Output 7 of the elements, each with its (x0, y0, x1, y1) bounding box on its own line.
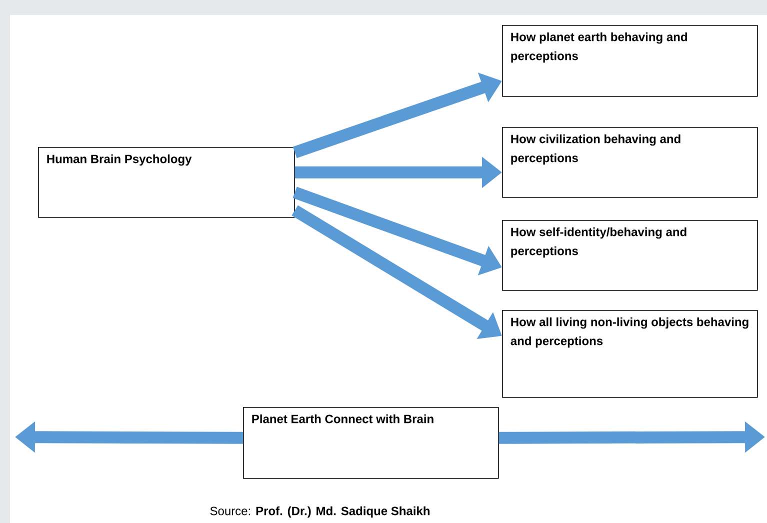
text-box: Planet Earth Connect with Brain (243, 407, 499, 479)
text-box: How self-identity/behaving and perceptions (502, 220, 758, 291)
text-box: How all living non-living objects behaving and perceptions (502, 310, 758, 398)
text-box: Human Brain Psychology (38, 147, 295, 218)
caption: Source: Prof. (Dr.) Md. Sadique Shaikh (210, 506, 430, 518)
text-box: How civilization behaving and perceptions (502, 127, 758, 198)
text-box: How planet earth behaving and perceptions (502, 25, 758, 97)
